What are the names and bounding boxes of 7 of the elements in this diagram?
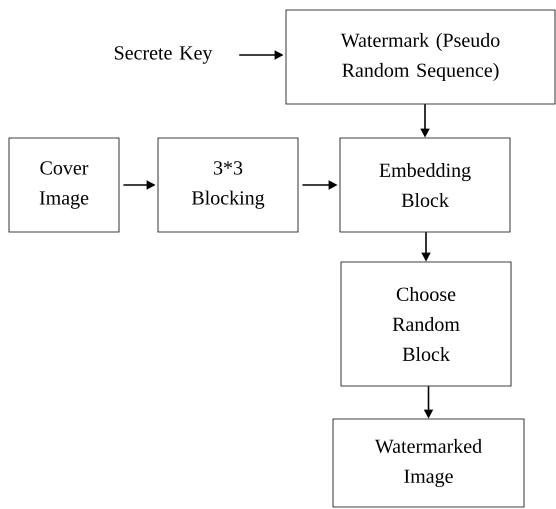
input-label: Secrete Key <box>114 46 212 64</box>
process-box: 3*3 Blocking <box>158 138 298 232</box>
process-box: Cover Image <box>8 138 120 232</box>
process-box: Watermark (Pseudo Random Sequence) <box>286 10 556 104</box>
process-box: Embedding Block <box>340 138 510 232</box>
process-box: Choose Random Block <box>340 262 512 386</box>
process-box: Watermarked Image <box>332 418 524 508</box>
